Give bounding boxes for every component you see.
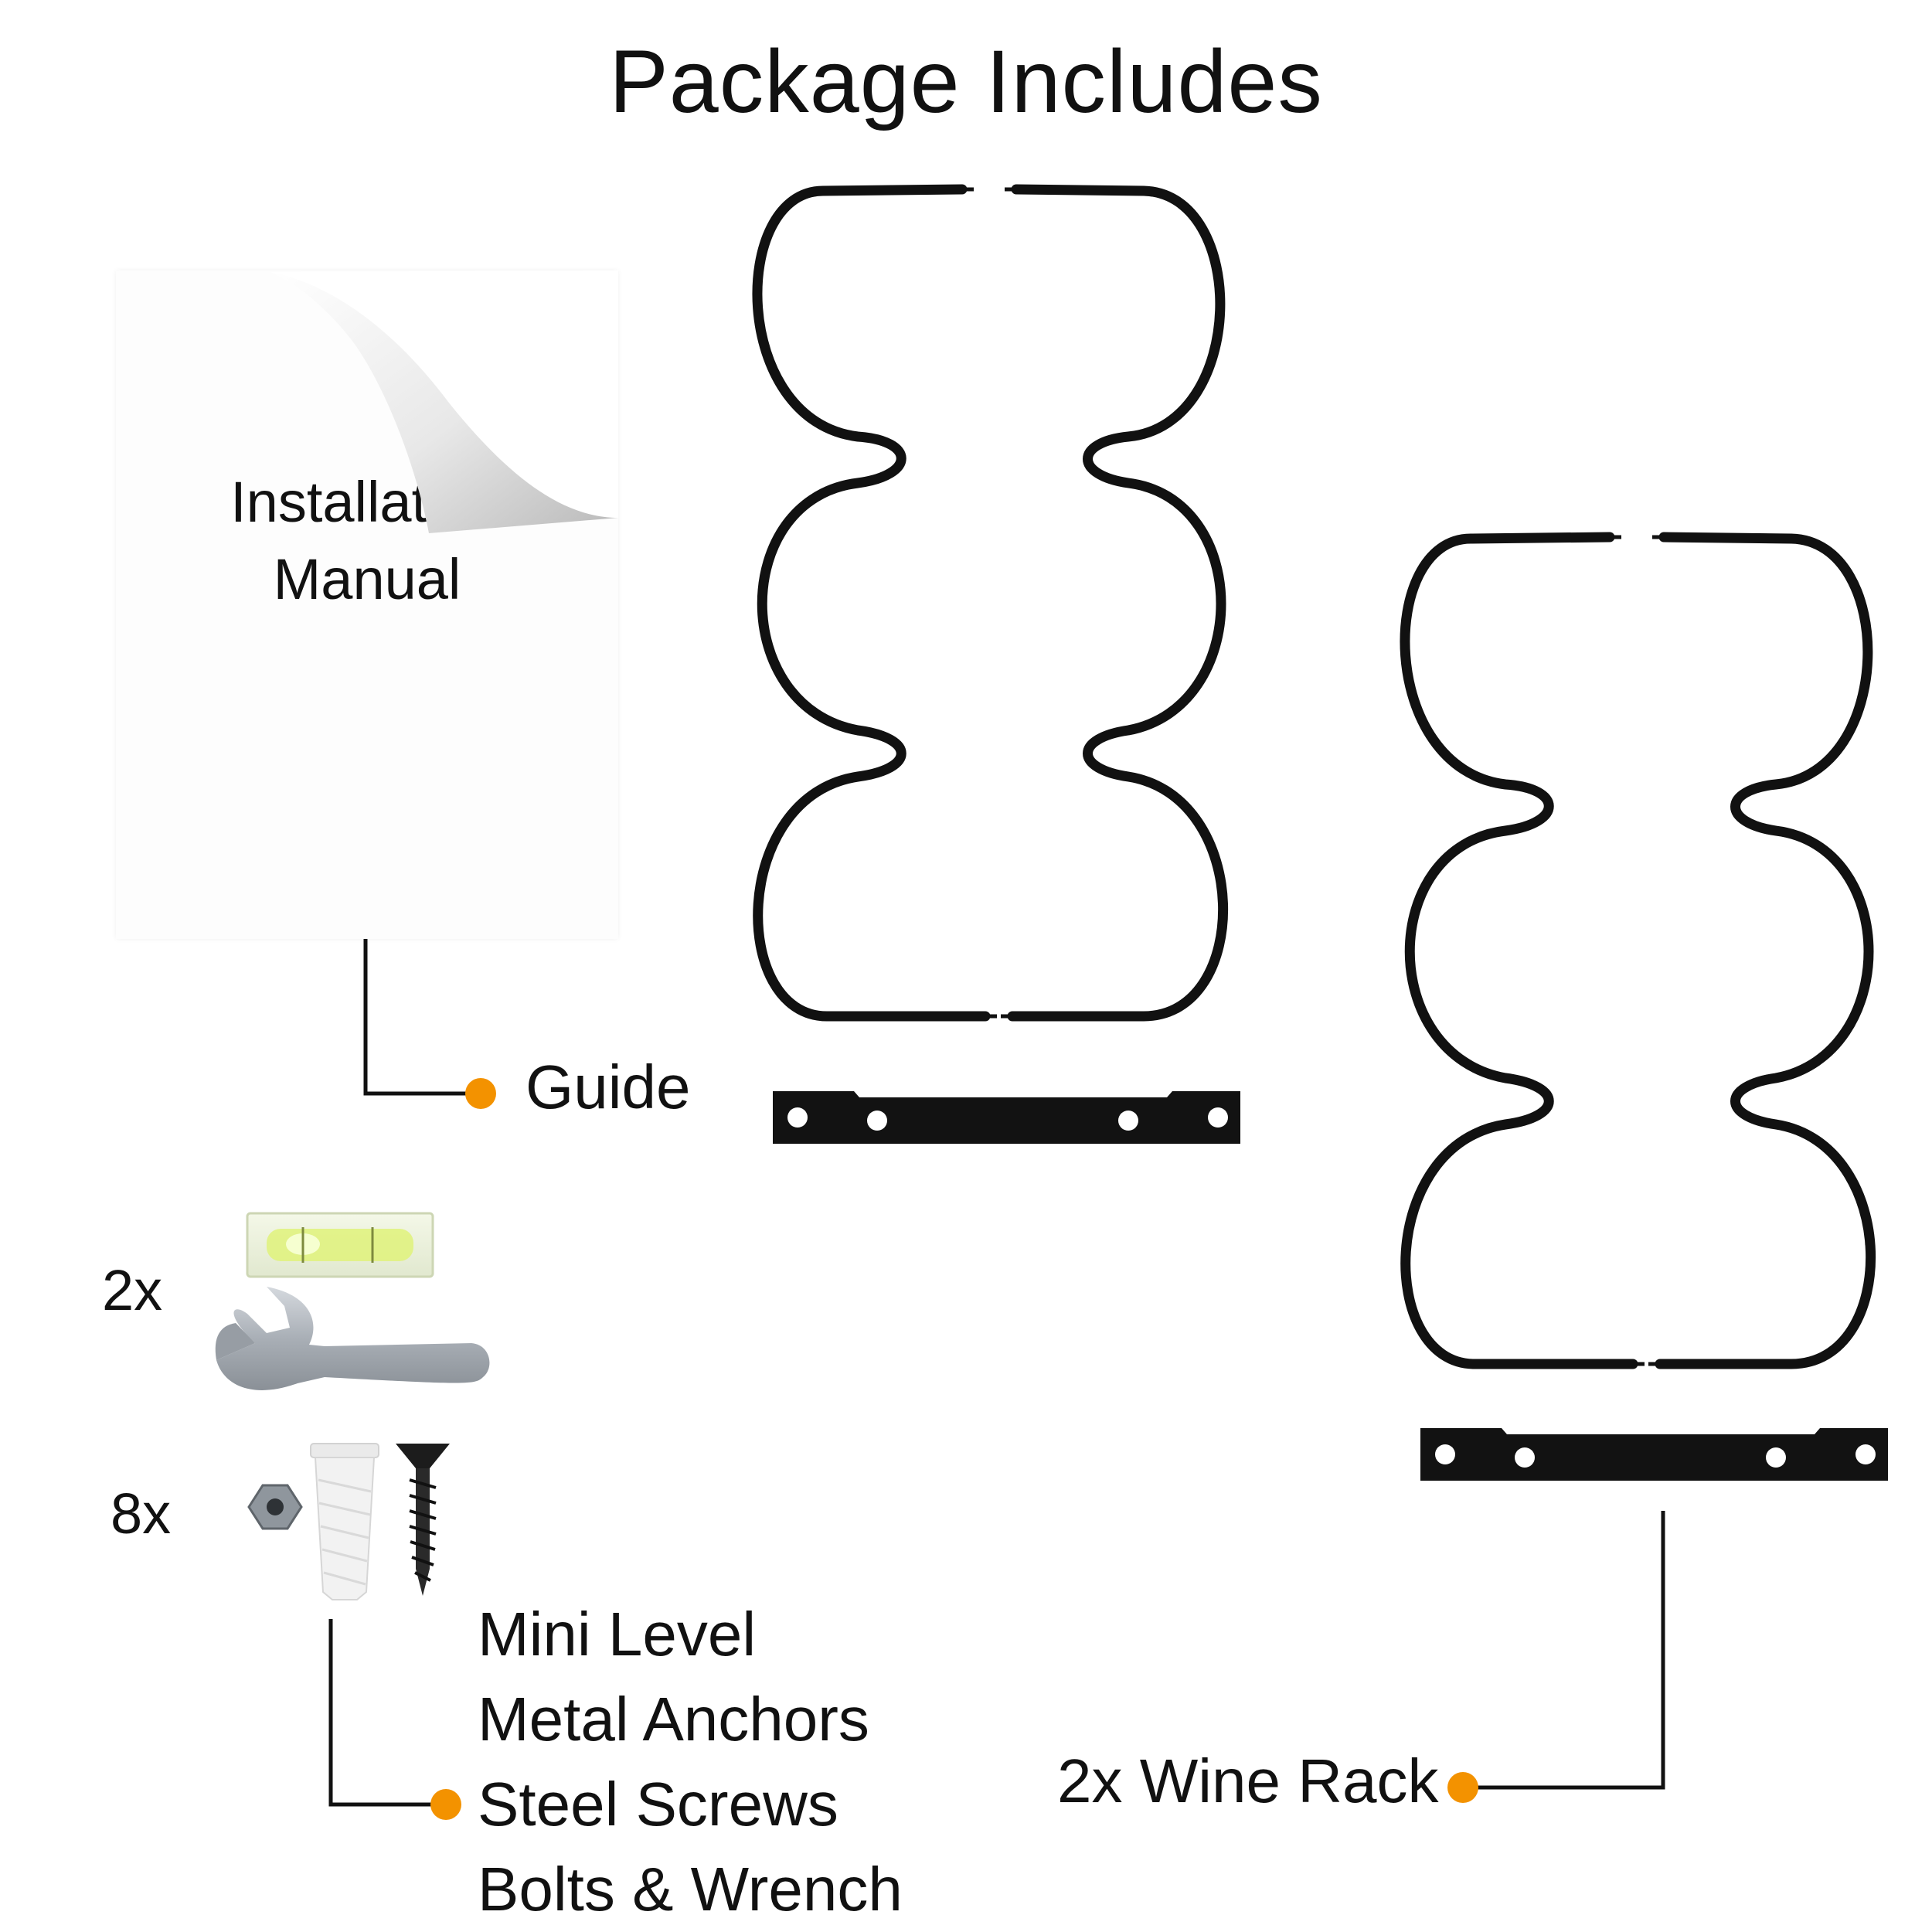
wine-rack-callout-line xyxy=(1464,1511,1665,1790)
wine-rack-frame-1-icon xyxy=(752,184,1229,1022)
bubble-level-icon xyxy=(246,1212,434,1278)
page-title: Package Includes xyxy=(609,32,1323,131)
wine-rack-label: 2x Wine Rack xyxy=(1057,1747,1439,1815)
wine-rack-pin-ends-1 xyxy=(962,187,1016,1019)
wall-anchor-icon xyxy=(310,1443,379,1600)
hardware-item-steel-screws: Steel Screws xyxy=(478,1770,838,1838)
hardware-item-bolts-wrench: Bolts & Wrench xyxy=(478,1855,903,1923)
manual-page-curl-icon xyxy=(270,270,618,533)
quantity-2x-label: 2x xyxy=(102,1258,163,1322)
screw-icon xyxy=(396,1444,450,1596)
callout-lines xyxy=(328,939,1665,1807)
manual-title-line2: Manual xyxy=(273,546,461,611)
wine-rack-frame-2-icon xyxy=(1400,532,1876,1369)
guide-label: Guide xyxy=(526,1053,691,1121)
hardware-dot xyxy=(430,1789,461,1820)
accent-dots xyxy=(430,1078,1478,1820)
wine-rack-dot xyxy=(1447,1772,1478,1803)
mounting-bar-2-icon xyxy=(1420,1428,1888,1481)
hardware-item-mini-level: Mini Level xyxy=(478,1600,757,1668)
wrench-icon xyxy=(215,1287,490,1390)
guide-dot xyxy=(465,1078,496,1109)
guide-callout-line xyxy=(363,939,479,1096)
hex-nut-icon xyxy=(247,1484,303,1530)
hardware-item-metal-anchors: Metal Anchors xyxy=(478,1685,869,1753)
quantity-8x-label: 8x xyxy=(111,1481,172,1546)
hardware-callout-line xyxy=(328,1619,444,1807)
mounting-bar-1-icon xyxy=(773,1091,1240,1144)
